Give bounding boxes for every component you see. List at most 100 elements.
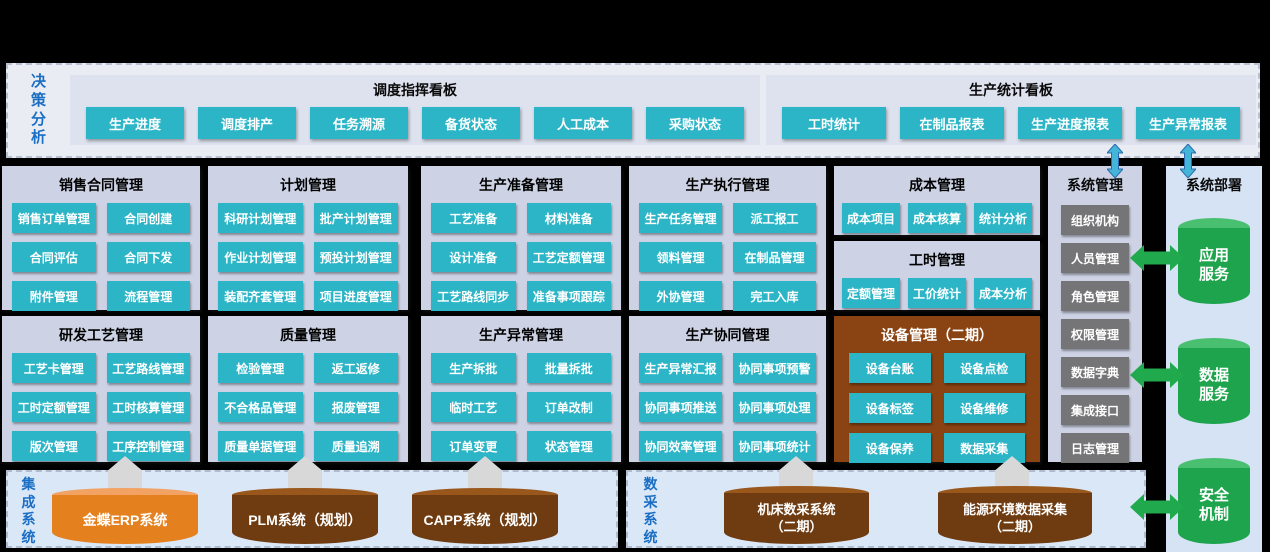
module-item-button[interactable]: 协同效率管理 [639, 431, 722, 461]
module-item-button[interactable]: 领料管理 [639, 242, 722, 272]
board-item-button[interactable]: 任务溯源 [310, 107, 408, 139]
module-item-button[interactable]: 材料准备 [526, 203, 611, 233]
module-item-button[interactable]: 工序控制管理 [106, 431, 190, 461]
daq-systems-label: 数采系统 [643, 476, 658, 545]
dispatch-command-board: 调度指挥看板 生产进度 调度排产 任务溯源 备货状态 人工成本 采购状态 [70, 75, 760, 145]
board-item-button[interactable]: 采购状态 [646, 107, 744, 139]
module-item-button[interactable]: 附件管理 [12, 281, 96, 311]
module-item-button[interactable]: 协同事项预警 [733, 353, 816, 383]
board-item-button[interactable]: 备货状态 [422, 107, 520, 139]
module-item-button[interactable]: 不合格品管理 [218, 392, 303, 422]
decision-analysis-panel: 决策分析 调度指挥看板 生产进度 调度排产 任务溯源 备货状态 人工成本 采购状… [6, 63, 1260, 158]
app-service-cylinder: 应用服务 [1178, 218, 1250, 304]
module-item-button[interactable]: 作业计划管理 [218, 242, 303, 272]
module-item-button[interactable]: 订单变更 [431, 431, 516, 461]
module-item-button[interactable]: 预投计划管理 [313, 242, 398, 272]
module-item-button[interactable]: 工时定额管理 [12, 392, 96, 422]
module-item-button[interactable]: 订单改制 [526, 392, 611, 422]
module-item-button[interactable]: 装配齐套管理 [218, 281, 303, 311]
module-item-button[interactable]: 生产任务管理 [639, 203, 722, 233]
module-item-button[interactable]: 协同事项统计 [733, 431, 816, 461]
cylinder-label: 机床数采系统 [757, 502, 836, 518]
module-item-button[interactable]: 质量单据管理 [218, 431, 303, 461]
module-item-button[interactable]: 成本项目 [842, 203, 900, 233]
module-work-hours: 工时管理 定额管理 工价统计 成本分析 [834, 241, 1040, 310]
module-item-button[interactable]: 外协管理 [639, 281, 722, 311]
module-item-button[interactable]: 报废管理 [313, 392, 398, 422]
module-item-button[interactable]: 协同事项处理 [733, 392, 816, 422]
energy-daq-cylinder: 能源环境数据采集 （二期） [938, 486, 1092, 544]
module-item-button[interactable]: 工艺定额管理 [526, 242, 611, 272]
module-item-button[interactable]: 设备点检 [943, 353, 1025, 383]
module-item-button[interactable]: 临时工艺 [431, 392, 516, 422]
system-item-button[interactable]: 数据字典 [1061, 357, 1129, 387]
module-item-button[interactable]: 工艺准备 [431, 203, 516, 233]
module-item-button[interactable]: 完工入库 [733, 281, 816, 311]
module-item-button[interactable]: 质量追溯 [313, 431, 398, 461]
module-item-button[interactable]: 合同下发 [106, 242, 190, 272]
board-item-button[interactable]: 调度排产 [198, 107, 296, 139]
module-item-button[interactable]: 设备保养 [849, 433, 931, 463]
module-item-button[interactable]: 统计分析 [974, 203, 1032, 233]
module-item-button[interactable]: 设备标签 [849, 393, 931, 423]
module-title: 销售合同管理 [59, 177, 143, 193]
system-item-button[interactable]: 权限管理 [1061, 319, 1129, 349]
module-item-button[interactable]: 批产计划管理 [313, 203, 398, 233]
module-item-button[interactable]: 在制品管理 [733, 242, 816, 272]
module-item-button[interactable]: 工艺卡管理 [12, 353, 96, 383]
module-item-button[interactable]: 返工返修 [313, 353, 398, 383]
module-item-button[interactable]: 设备维修 [943, 393, 1025, 423]
system-item-button[interactable]: 人员管理 [1061, 243, 1129, 273]
module-sales-contract: 销售合同管理 销售订单管理 合同创建 合同评估 合同下发 附件管理 流程管理 [2, 166, 200, 311]
panel-title: 系统管理 [1067, 177, 1123, 193]
module-item-button[interactable]: 状态管理 [526, 431, 611, 461]
module-item-button[interactable]: 准备事项跟踪 [526, 281, 611, 311]
decision-analysis-label: 决策分析 [30, 73, 46, 147]
system-item-button[interactable]: 组织机构 [1061, 205, 1129, 235]
board-item-button[interactable]: 工时统计 [782, 107, 886, 139]
module-item-button[interactable]: 流程管理 [106, 281, 190, 311]
module-item-button[interactable]: 数据采集 [943, 433, 1025, 463]
board-item-button[interactable]: 生产进度报表 [1018, 107, 1122, 139]
board-item-button[interactable]: 人工成本 [534, 107, 632, 139]
flow-arrow-horizontal-icon [1130, 245, 1184, 271]
system-item-button[interactable]: 集成接口 [1061, 395, 1129, 425]
module-production-exec: 生产执行管理 生产任务管理 派工报工 领料管理 在制品管理 外协管理 完工入库 [629, 166, 826, 311]
module-item-button[interactable]: 定额管理 [842, 278, 900, 308]
board-item-button[interactable]: 在制品报表 [900, 107, 1004, 139]
module-item-button[interactable]: 合同评估 [12, 242, 96, 272]
board-item-button[interactable]: 生产异常报表 [1136, 107, 1240, 139]
flow-arrow-vertical-icon [1180, 144, 1196, 178]
module-item-button[interactable]: 成本核算 [908, 203, 966, 233]
plm-system-cylinder: PLM系统（规划） [232, 488, 378, 544]
module-item-button[interactable]: 工艺路线管理 [106, 353, 190, 383]
module-item-button[interactable]: 设计准备 [431, 242, 516, 272]
module-item-button[interactable]: 设备台账 [849, 353, 931, 383]
module-item-button[interactable]: 生产异常汇报 [639, 353, 722, 383]
module-item-button[interactable]: 工艺路线同步 [431, 281, 516, 311]
system-item-button[interactable]: 角色管理 [1061, 281, 1129, 311]
module-item-button[interactable]: 销售订单管理 [12, 203, 96, 233]
module-title: 生产异常管理 [479, 327, 563, 343]
module-production-exception: 生产异常管理 生产拆批 批量拆批 临时工艺 订单改制 订单变更 状态管理 [421, 316, 621, 462]
module-item-button[interactable]: 检验管理 [218, 353, 303, 383]
module-item-button[interactable]: 生产拆批 [431, 353, 516, 383]
module-item-button[interactable]: 合同创建 [106, 203, 190, 233]
module-item-button[interactable]: 成本分析 [974, 278, 1032, 308]
system-item-button[interactable]: 日志管理 [1061, 433, 1129, 463]
module-item-button[interactable]: 工时核算管理 [106, 392, 190, 422]
module-title: 工时管理 [909, 252, 965, 268]
module-title: 计划管理 [280, 177, 336, 193]
board-item-button[interactable]: 生产进度 [86, 107, 184, 139]
cylinder-label: CAPP系统（规划） [423, 511, 547, 528]
module-item-button[interactable]: 协同事项推送 [639, 392, 722, 422]
module-item-button[interactable]: 派工报工 [733, 203, 816, 233]
module-title: 设备管理（二期） [881, 327, 993, 343]
module-item-button[interactable]: 项目进度管理 [313, 281, 398, 311]
module-item-button[interactable]: 工价统计 [908, 278, 966, 308]
cylinder-label: 应用服务 [1198, 247, 1229, 283]
module-item-button[interactable]: 科研计划管理 [218, 203, 303, 233]
module-item-button[interactable]: 版次管理 [12, 431, 96, 461]
module-item-button[interactable]: 批量拆批 [526, 353, 611, 383]
module-quality: 质量管理 检验管理 返工返修 不合格品管理 报废管理 质量单据管理 质量追溯 [208, 316, 408, 462]
